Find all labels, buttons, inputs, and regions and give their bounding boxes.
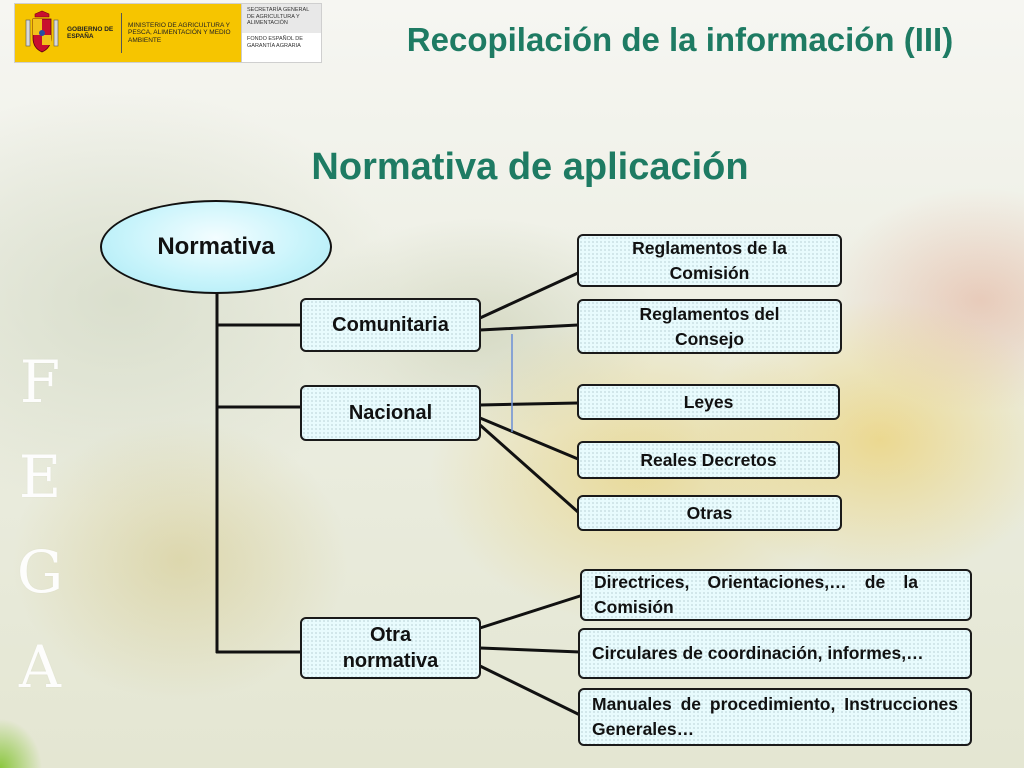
- watermark-letter: F: [19, 348, 61, 416]
- connector-nacional-otras: [478, 423, 580, 514]
- agency-labels: Secretaría General de Agricultura y Alim…: [241, 4, 321, 62]
- node-label: Manuales de procedimiento, Instrucciones…: [592, 694, 958, 739]
- node-reglamentos-consejo: Reglamentos del Consejo: [577, 299, 842, 354]
- slide-title: Recopilación de la información (III): [406, 21, 954, 58]
- ministry-label: Ministerio de Agricultura y Pesca, Alime…: [128, 21, 231, 44]
- node-label: Circulares de coordinación, informes,…: [592, 643, 924, 663]
- watermark-letter: G: [16, 538, 64, 606]
- slide-subtitle: Normativa de aplicación: [311, 146, 749, 188]
- connector-nacional-decretos: [478, 416, 580, 461]
- government-logo: Gobierno de España Ministerio de Agricul…: [15, 4, 241, 62]
- root-node-normativa: Normativa: [100, 200, 332, 294]
- connector-comunitaria-comision: [478, 271, 580, 320]
- watermark-letter: A: [19, 633, 61, 701]
- agency-label-fega: Fondo Español de Garantía Agraria: [241, 33, 321, 62]
- node-reales-decretos: Reales Decretos: [577, 441, 840, 479]
- watermark-letter: E: [18, 443, 62, 511]
- node-otras: Otras: [577, 495, 842, 531]
- node-manuales: Manuales de procedimiento, Instrucciones…: [578, 688, 972, 746]
- connector-nacional-leyes: [478, 401, 580, 407]
- agency-label-sgaa: Secretaría General de Agricultura y Alim…: [241, 4, 321, 33]
- fega-watermark: F E G A: [10, 335, 70, 715]
- connector-otra-directrices: [478, 594, 582, 630]
- node-label: Reglamentos de la Comisión: [632, 237, 787, 283]
- leaf-decoration: [0, 690, 60, 768]
- connector-comunitaria-consejo: [478, 323, 580, 332]
- node-circulares: Circulares de coordinación, informes,…: [578, 628, 972, 679]
- node-nacional: Nacional: [300, 385, 481, 441]
- node-otra-normativa: Otra normativa: [300, 617, 481, 679]
- node-label: Directrices, Orientaciones,… de la Comis…: [594, 572, 918, 617]
- node-comunitaria: Comunitaria: [300, 298, 481, 352]
- node-label: Otra normativa: [342, 624, 439, 672]
- connector-otra-manuales: [478, 664, 582, 717]
- node-label: Reglamentos del Consejo: [639, 303, 780, 349]
- node-directrices: Directrices, Orientaciones,… de la Comis…: [580, 569, 972, 621]
- node-leyes: Leyes: [577, 384, 840, 420]
- header-logo: Gobierno de España Ministerio de Agricul…: [14, 3, 322, 63]
- node-reglamentos-comision: Reglamentos de la Comisión: [577, 234, 842, 287]
- royal-crest-icon: [25, 10, 59, 53]
- connector-otra-circulares: [478, 646, 582, 654]
- government-label: Gobierno de España: [67, 26, 114, 40]
- logo-divider: [121, 13, 122, 53]
